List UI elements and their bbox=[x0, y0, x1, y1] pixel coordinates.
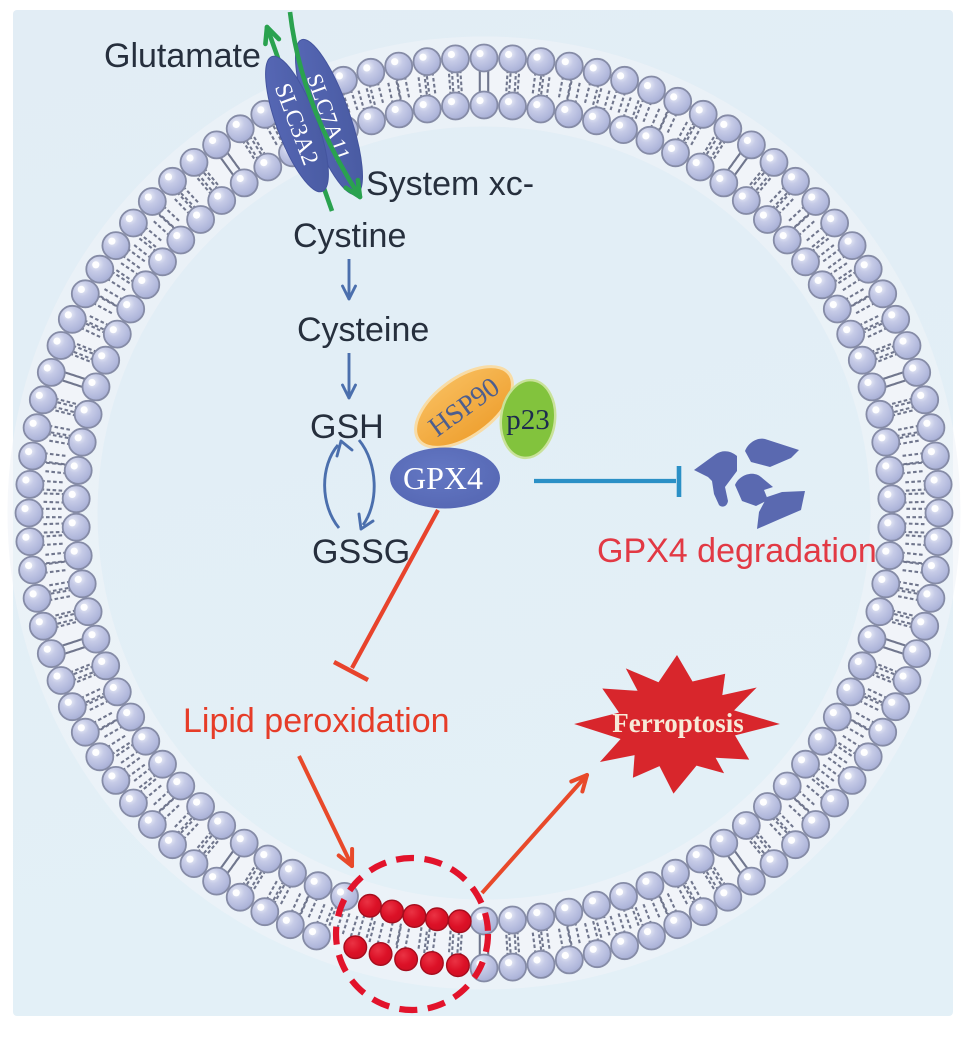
svg-text:Ferroptosis: Ferroptosis bbox=[612, 708, 743, 738]
svg-text:System xc-: System xc- bbox=[366, 165, 534, 203]
svg-text:p23: p23 bbox=[506, 404, 550, 436]
svg-text:GSSG: GSSG bbox=[312, 533, 410, 571]
svg-text:GPX4: GPX4 bbox=[403, 460, 483, 496]
svg-text:Glutamate: Glutamate bbox=[104, 37, 261, 75]
svg-text:GSH: GSH bbox=[310, 408, 384, 446]
svg-text:Cysteine: Cysteine bbox=[297, 311, 429, 349]
svg-text:Cystine: Cystine bbox=[293, 217, 406, 255]
svg-text:Lipid peroxidation: Lipid peroxidation bbox=[183, 702, 450, 740]
svg-text:GPX4 degradation: GPX4 degradation bbox=[597, 532, 877, 570]
